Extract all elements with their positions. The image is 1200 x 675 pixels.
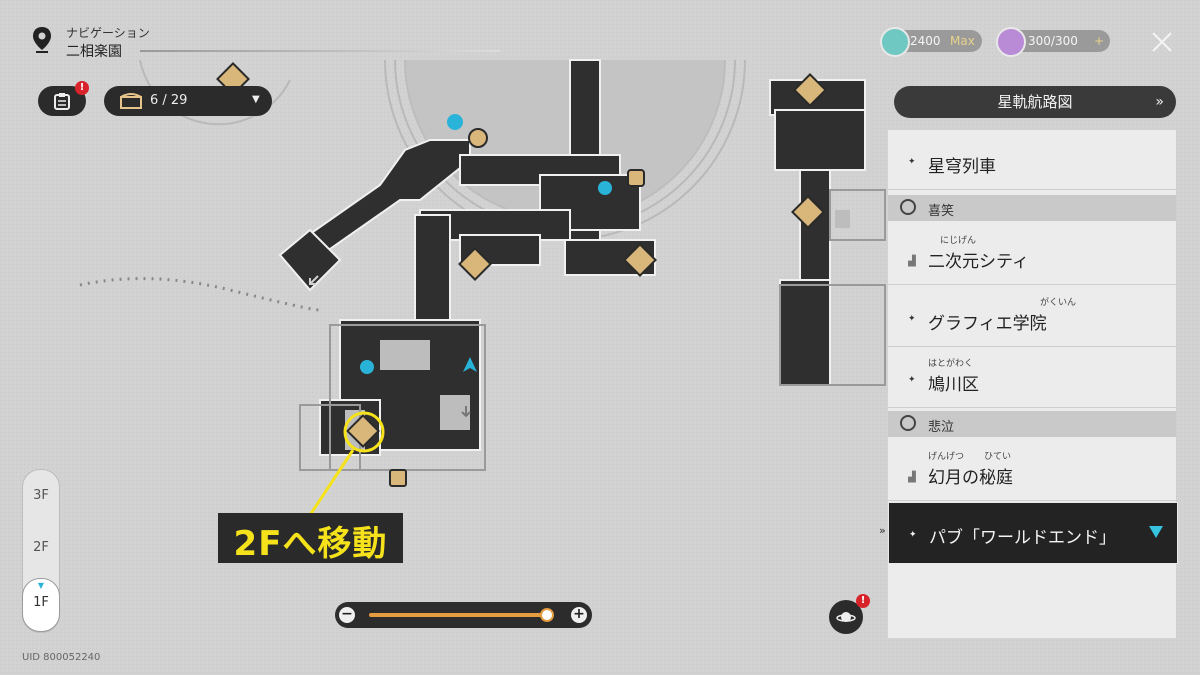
location-label: 二次元シティ — [928, 252, 1029, 272]
current-floor-indicator-icon: ▼ — [37, 581, 45, 590]
treasure-chest-icon — [120, 93, 142, 109]
reserved-power-value: 2400 — [910, 34, 941, 48]
arrow-down-left-icon — [309, 275, 319, 285]
uid-label: UID 800052240 — [22, 652, 101, 663]
trailblaze-power-value: 300/300 — [1028, 34, 1078, 48]
location-label: 幻月の秘庭 — [928, 468, 1013, 488]
star-rail-map-label: 星軌航路図 — [997, 93, 1073, 111]
list-item-hatogawa-ward[interactable]: ✦ はとがわく 鳩川区 — [888, 348, 1176, 408]
double-chevron-right-icon: » — [1155, 94, 1164, 110]
ruby-text: にじげん — [940, 236, 977, 246]
dotted-path — [79, 277, 321, 312]
navigate-arrow-icon — [1149, 526, 1163, 538]
building-icon: ▟ — [908, 472, 916, 483]
exit-door-icon[interactable] — [389, 469, 407, 487]
max-label: Max — [950, 34, 975, 48]
sparkle-icon: ✦ — [908, 157, 916, 167]
alert-badge: ! — [856, 594, 870, 608]
add-power-button[interactable]: + — [1094, 34, 1105, 48]
floor-button-2f[interactable]: 2F — [33, 540, 49, 555]
reserved-power-icon — [880, 27, 910, 57]
category-label: 喜笑 — [928, 204, 955, 219]
chevron-down-icon: ▼ — [252, 94, 260, 105]
warp-icon[interactable] — [360, 360, 374, 374]
location-pin-icon — [33, 27, 51, 53]
npc-icon[interactable] — [468, 128, 488, 148]
location-label: 鳩川区 — [928, 375, 979, 395]
space-anchor-icon[interactable] — [447, 114, 463, 130]
zoom-control[interactable]: − + — [335, 602, 592, 628]
category-header-sorrow: 悲泣 — [888, 411, 1176, 437]
list-item-pub-world-end[interactable]: ✦ パブ「ワールドエンド」 — [888, 502, 1178, 564]
star-rail-map-button[interactable]: 星軌航路図 » — [894, 86, 1176, 118]
floor-selector[interactable]: 3F 2F ▼ 1F — [22, 469, 60, 633]
puzzle-icon[interactable] — [627, 169, 645, 187]
building-icon: ▟ — [908, 256, 916, 267]
list-item-astral-express[interactable]: ✦ 星穹列車 — [888, 130, 1176, 190]
selection-chevron-icon: » — [879, 524, 886, 537]
clipboard-icon — [54, 93, 70, 110]
stairs-down-icon — [461, 406, 471, 418]
treasure-counter-dropdown[interactable]: 6 / 29 ▼ — [104, 86, 272, 116]
sparkle-icon: ✦ — [908, 375, 916, 385]
smile-face-icon — [900, 199, 916, 215]
trailblaze-power-icon — [996, 27, 1026, 57]
ruby-text: げんげつ — [928, 452, 965, 462]
highlight-circle — [343, 411, 385, 453]
area-name: 二相楽園 — [66, 44, 122, 60]
close-icon[interactable] — [1150, 30, 1174, 54]
annotation-label: 2Fへ移動 — [218, 513, 403, 564]
ruby-text: ひてい — [984, 452, 1012, 462]
ruby-text: はとがわく — [928, 359, 974, 369]
category-label: 悲泣 — [928, 420, 955, 435]
annotation-pointer — [308, 449, 355, 516]
player-arrow-icon — [463, 357, 477, 372]
list-item-illusory-garden[interactable]: ▟ げんげつ ひてい 幻月の秘庭 — [888, 441, 1176, 501]
trotter-marker-icon[interactable] — [346, 414, 380, 448]
floor-button-3f[interactable]: 3F — [33, 488, 49, 503]
alert-badge: ! — [75, 81, 89, 95]
trailblaze-power-counter[interactable]: 300/300 + — [996, 27, 1110, 57]
stellar-jade-counter[interactable]: 2400 Max — [880, 27, 982, 57]
ruby-text: がくいん — [1040, 298, 1077, 308]
treasure-count: 6 / 29 — [150, 93, 188, 108]
map-walls — [299, 189, 886, 471]
list-item-graffiti-academy[interactable]: ✦ がくいん グラフィエ学院 — [888, 287, 1176, 347]
trotter-marker-icon[interactable] — [791, 195, 825, 229]
location-label: グラフィエ学院 — [928, 314, 1047, 334]
location-label: 星穹列車 — [928, 157, 996, 177]
zoom-in-button[interactable]: + — [571, 607, 587, 623]
zoom-out-button[interactable]: − — [339, 607, 355, 623]
location-label: パブ「ワールドエンド」 — [929, 528, 1116, 548]
trotter-marker-icon[interactable] — [793, 73, 827, 107]
planet-icon — [836, 612, 856, 622]
trotter-marker-icon[interactable] — [623, 243, 657, 277]
navigation-label: ナビゲーション — [66, 26, 150, 40]
annotation-text: 2Fへ移動 — [233, 524, 388, 564]
trotter-marker-icon[interactable] — [458, 247, 492, 281]
floor-button-1f[interactable]: ▼ 1F — [22, 578, 60, 632]
category-header-joy: 喜笑 — [888, 195, 1176, 221]
location-list-panel: ✦ 星穹列車 喜笑 ▟ にじげん 二次元シティ ✦ がくいん グラフィエ学院 ✦… — [888, 130, 1178, 638]
warp-icon[interactable] — [598, 181, 612, 195]
zoom-slider-handle[interactable] — [540, 608, 554, 622]
sparkle-icon: ✦ — [908, 314, 916, 324]
sparkle-icon: ✦ — [909, 530, 917, 540]
floor-1f-label: 1F — [33, 595, 49, 610]
zoom-slider-track[interactable] — [369, 613, 549, 617]
list-item-dimension-city[interactable]: ▟ にじげん 二次元シティ — [888, 225, 1176, 285]
nav-divider — [140, 50, 500, 52]
sad-face-icon — [900, 415, 916, 431]
